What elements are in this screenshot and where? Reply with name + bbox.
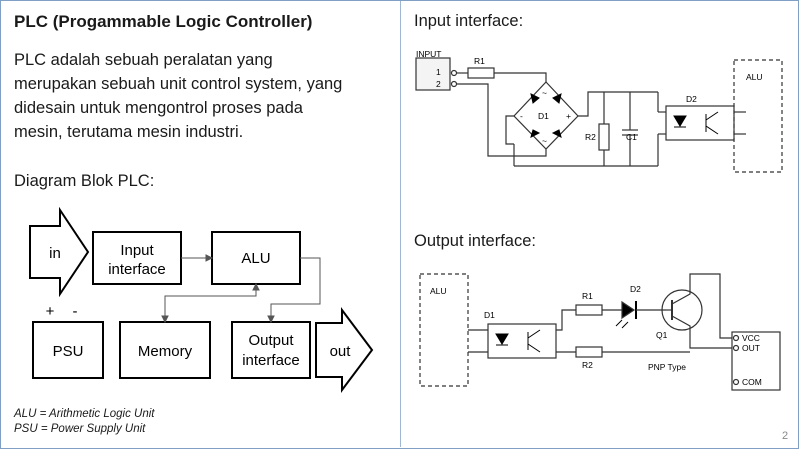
page-number: 2 [782,430,789,442]
description-paragraph: PLC adalah sebuah peralatan yang merupak… [14,48,394,144]
r1-label: R1 [474,56,485,66]
resistor-r1 [575,304,603,316]
resistor-r2 [575,346,603,358]
ac-symbol: ~ [542,136,547,146]
led-d2 [621,300,636,320]
output-interface-block [231,321,311,379]
in-label: in [49,245,61,262]
memory-label: Memory [138,343,193,360]
minus-label: - [520,111,523,121]
d1-label: D1 [484,310,495,320]
psu-minus: - [73,303,78,320]
abbreviation-notes: ALU = Arithmetic Logic Unit PSU = Power … [14,407,155,437]
vcc-label: VCC [742,333,760,343]
optocoupler-d1 [487,323,557,359]
ac-symbol: ~ [542,88,547,98]
input-interface-heading: Input interface: [414,12,524,30]
d2-label: D2 [630,284,641,294]
paragraph-line: didesain untuk mengontrol proses pada [14,99,303,117]
note-line: ALU = Arithmetic Logic Unit [14,408,155,420]
paragraph-line: PLC adalah sebuah peralatan yang [14,51,273,69]
com-label: COM [742,377,762,387]
note-line: PSU = Power Supply Unit [14,423,146,435]
c1-label: C1 [626,132,637,142]
output-interface-label: interface [242,352,300,369]
alu-label: ALU [430,286,447,296]
alu-box [733,59,783,173]
d2-label: D2 [686,94,697,104]
input-interface-label: interface [108,261,166,278]
paragraph-line: mesin, terutama mesin industri. [14,123,244,141]
transistor-q1 [661,289,703,331]
plus-label: + [566,111,571,121]
r2-label: R2 [585,132,596,142]
memory-block [119,321,211,379]
d1-label: D1 [538,111,549,121]
output-interface-heading: Output interface: [414,232,536,250]
input-label: INPUT [416,49,442,59]
input-interface-label: Input [120,242,154,259]
block-diagram-heading: Diagram Blok PLC: [14,172,155,190]
q1-label: Q1 [656,330,668,340]
in-arrow [29,206,90,298]
r2-label: R2 [582,360,593,370]
r1-label: R1 [582,291,593,301]
pin-2-label: 2 [436,79,441,89]
psu-block [32,321,104,379]
alu-box [419,273,469,387]
out-label: out [330,343,352,360]
alu-label: ALU [241,250,270,267]
out-label: OUT [742,343,760,353]
paragraph-line: merupakan sebuah unit control system, ya… [14,75,343,93]
resistor-r1 [467,67,495,79]
pnp-type-label: PNP Type [648,362,686,372]
output-interface-label: Output [248,332,294,349]
plc-block-diagram: in Input interface ALU PSU Memory Output… [29,206,374,393]
slide-title: PLC (Progammable Logic Controller) [14,12,313,31]
psu-label: PSU [53,343,84,360]
pin-1-label: 1 [436,67,441,77]
column-divider [400,1,401,447]
psu-plus: + [46,303,55,320]
input-interface-schematic: INPUT 1 2 R1 D1 R2 C1 D2 ALU - + ~ ~ [415,49,783,173]
out-arrow [315,307,374,393]
alu-label: ALU [746,72,763,82]
resistor-r2 [598,123,610,151]
optocoupler-d2 [665,105,735,141]
input-interface-block [92,231,182,285]
output-interface-schematic: ALU D1 R1 R2 D2 Q1 PNP Type VCC OUT COM [419,273,781,391]
bridge-rectifier-d1 [513,81,579,150]
